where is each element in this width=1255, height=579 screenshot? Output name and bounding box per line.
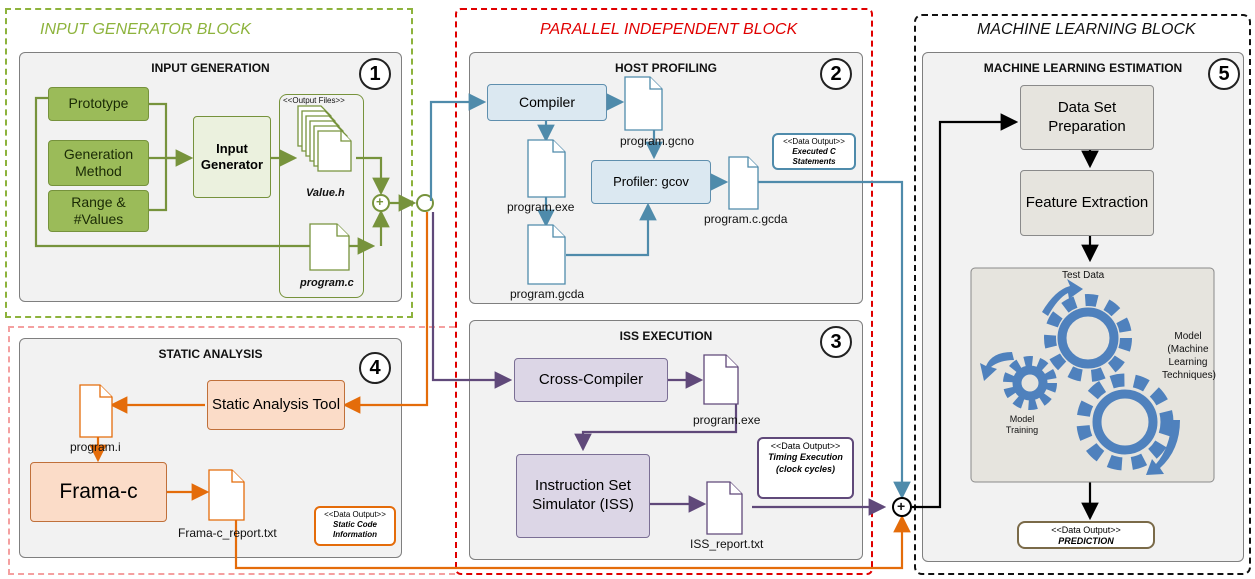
input-generator-box: Input Generator — [193, 116, 271, 198]
parallel-independent-block-title: PARALLEL INDEPENDENT BLOCK — [540, 21, 798, 38]
machine-learning-block — [914, 14, 1251, 575]
frama-c-report-label: Frama-c_report.txt — [178, 526, 277, 540]
data-set-preparation-box: Data Set Preparation — [1020, 85, 1154, 150]
panel-number-1: 1 — [359, 58, 391, 90]
test-data-label: Test Data — [1062, 270, 1105, 281]
data-output-header: <<Data Output>> — [324, 510, 386, 519]
static-analysis-tool-box: Static Analysis Tool — [207, 380, 345, 430]
static-code-output: <<Data Output>> Static Code Information — [314, 506, 396, 546]
panel-title: STATIC ANALYSIS — [158, 347, 263, 361]
machine-learning-block-title: MACHINE LEARNING BLOCK — [977, 21, 1196, 38]
program-exe-label: program.exe — [507, 200, 575, 214]
value-h-label: Value.h — [306, 187, 345, 199]
data-output-header: <<Data Output>> — [783, 137, 845, 146]
model-training-label: Model Training — [1005, 414, 1039, 436]
panel-title: ISS EXECUTION — [619, 329, 713, 343]
generation-method-box: Generation Method — [48, 140, 149, 186]
data-output-body: Timing Execution (clock cycles) — [768, 452, 843, 474]
gears-icon — [1003, 294, 1174, 471]
model-label: Model (Machine Learning Techniques) — [1162, 331, 1216, 381]
prediction-output: <<Data Output>> PREDICTION — [1017, 521, 1155, 549]
profiler-box: Profiler: gcov — [591, 160, 711, 204]
executed-statements-output: <<Data Output>> Executed C Statements — [772, 133, 856, 170]
prototype-box: Prototype — [48, 87, 149, 121]
program-c-label: program.c — [300, 277, 354, 289]
parallel-independent-block — [455, 8, 873, 575]
program-gcda-label: program.gcda — [510, 287, 585, 301]
output-files-label: <<Output Files>> — [283, 96, 345, 105]
output-files-container — [279, 94, 364, 298]
panel-title: MACHINE LEARNING ESTIMATION — [983, 61, 1183, 75]
data-output-body: Static Code Information — [332, 520, 377, 539]
compiler-box: Compiler — [487, 84, 607, 121]
input-generator-block — [5, 8, 413, 318]
data-output-header: <<Data Output>> — [1051, 525, 1121, 535]
panel-number-2: 2 — [820, 58, 852, 90]
panel-number-5: 5 — [1208, 58, 1240, 90]
panel-title: INPUT GENERATION — [151, 61, 270, 75]
data-output-body: PREDICTION — [1058, 536, 1114, 547]
input-plus-symbol: + — [376, 194, 384, 209]
range-values-box: Range & #Values — [48, 190, 149, 232]
combiner-plus-symbol: + — [897, 498, 906, 514]
iss-report-label: ISS_report.txt — [690, 537, 764, 551]
iss-program-exe-label: program.exe — [693, 413, 761, 427]
input-generator-block-title: INPUT GENERATOR BLOCK — [40, 21, 251, 38]
cross-compiler-box: Cross-Compiler — [514, 358, 668, 402]
feature-extraction-box: Feature Extraction — [1020, 170, 1154, 236]
data-output-body: Executed C Statements — [792, 147, 836, 166]
panel-title: HOST PROFILING — [615, 61, 717, 75]
frama-c-box: Frama-c — [30, 462, 167, 522]
panel-number-4: 4 — [359, 352, 391, 384]
timing-execution-output: <<Data Output>> Timing Execution (clock … — [757, 437, 854, 499]
panel-number-3: 3 — [820, 326, 852, 358]
iss-box: Instruction Set Simulator (ISS) — [516, 454, 650, 538]
program-c-gcda-label: program.c.gcda — [704, 212, 788, 226]
static-analysis-block-border — [8, 326, 455, 575]
program-gcno-label: program.gcno — [620, 134, 695, 148]
program-i-label: program.i — [70, 440, 121, 454]
data-output-header: <<Data Output>> — [770, 441, 841, 451]
